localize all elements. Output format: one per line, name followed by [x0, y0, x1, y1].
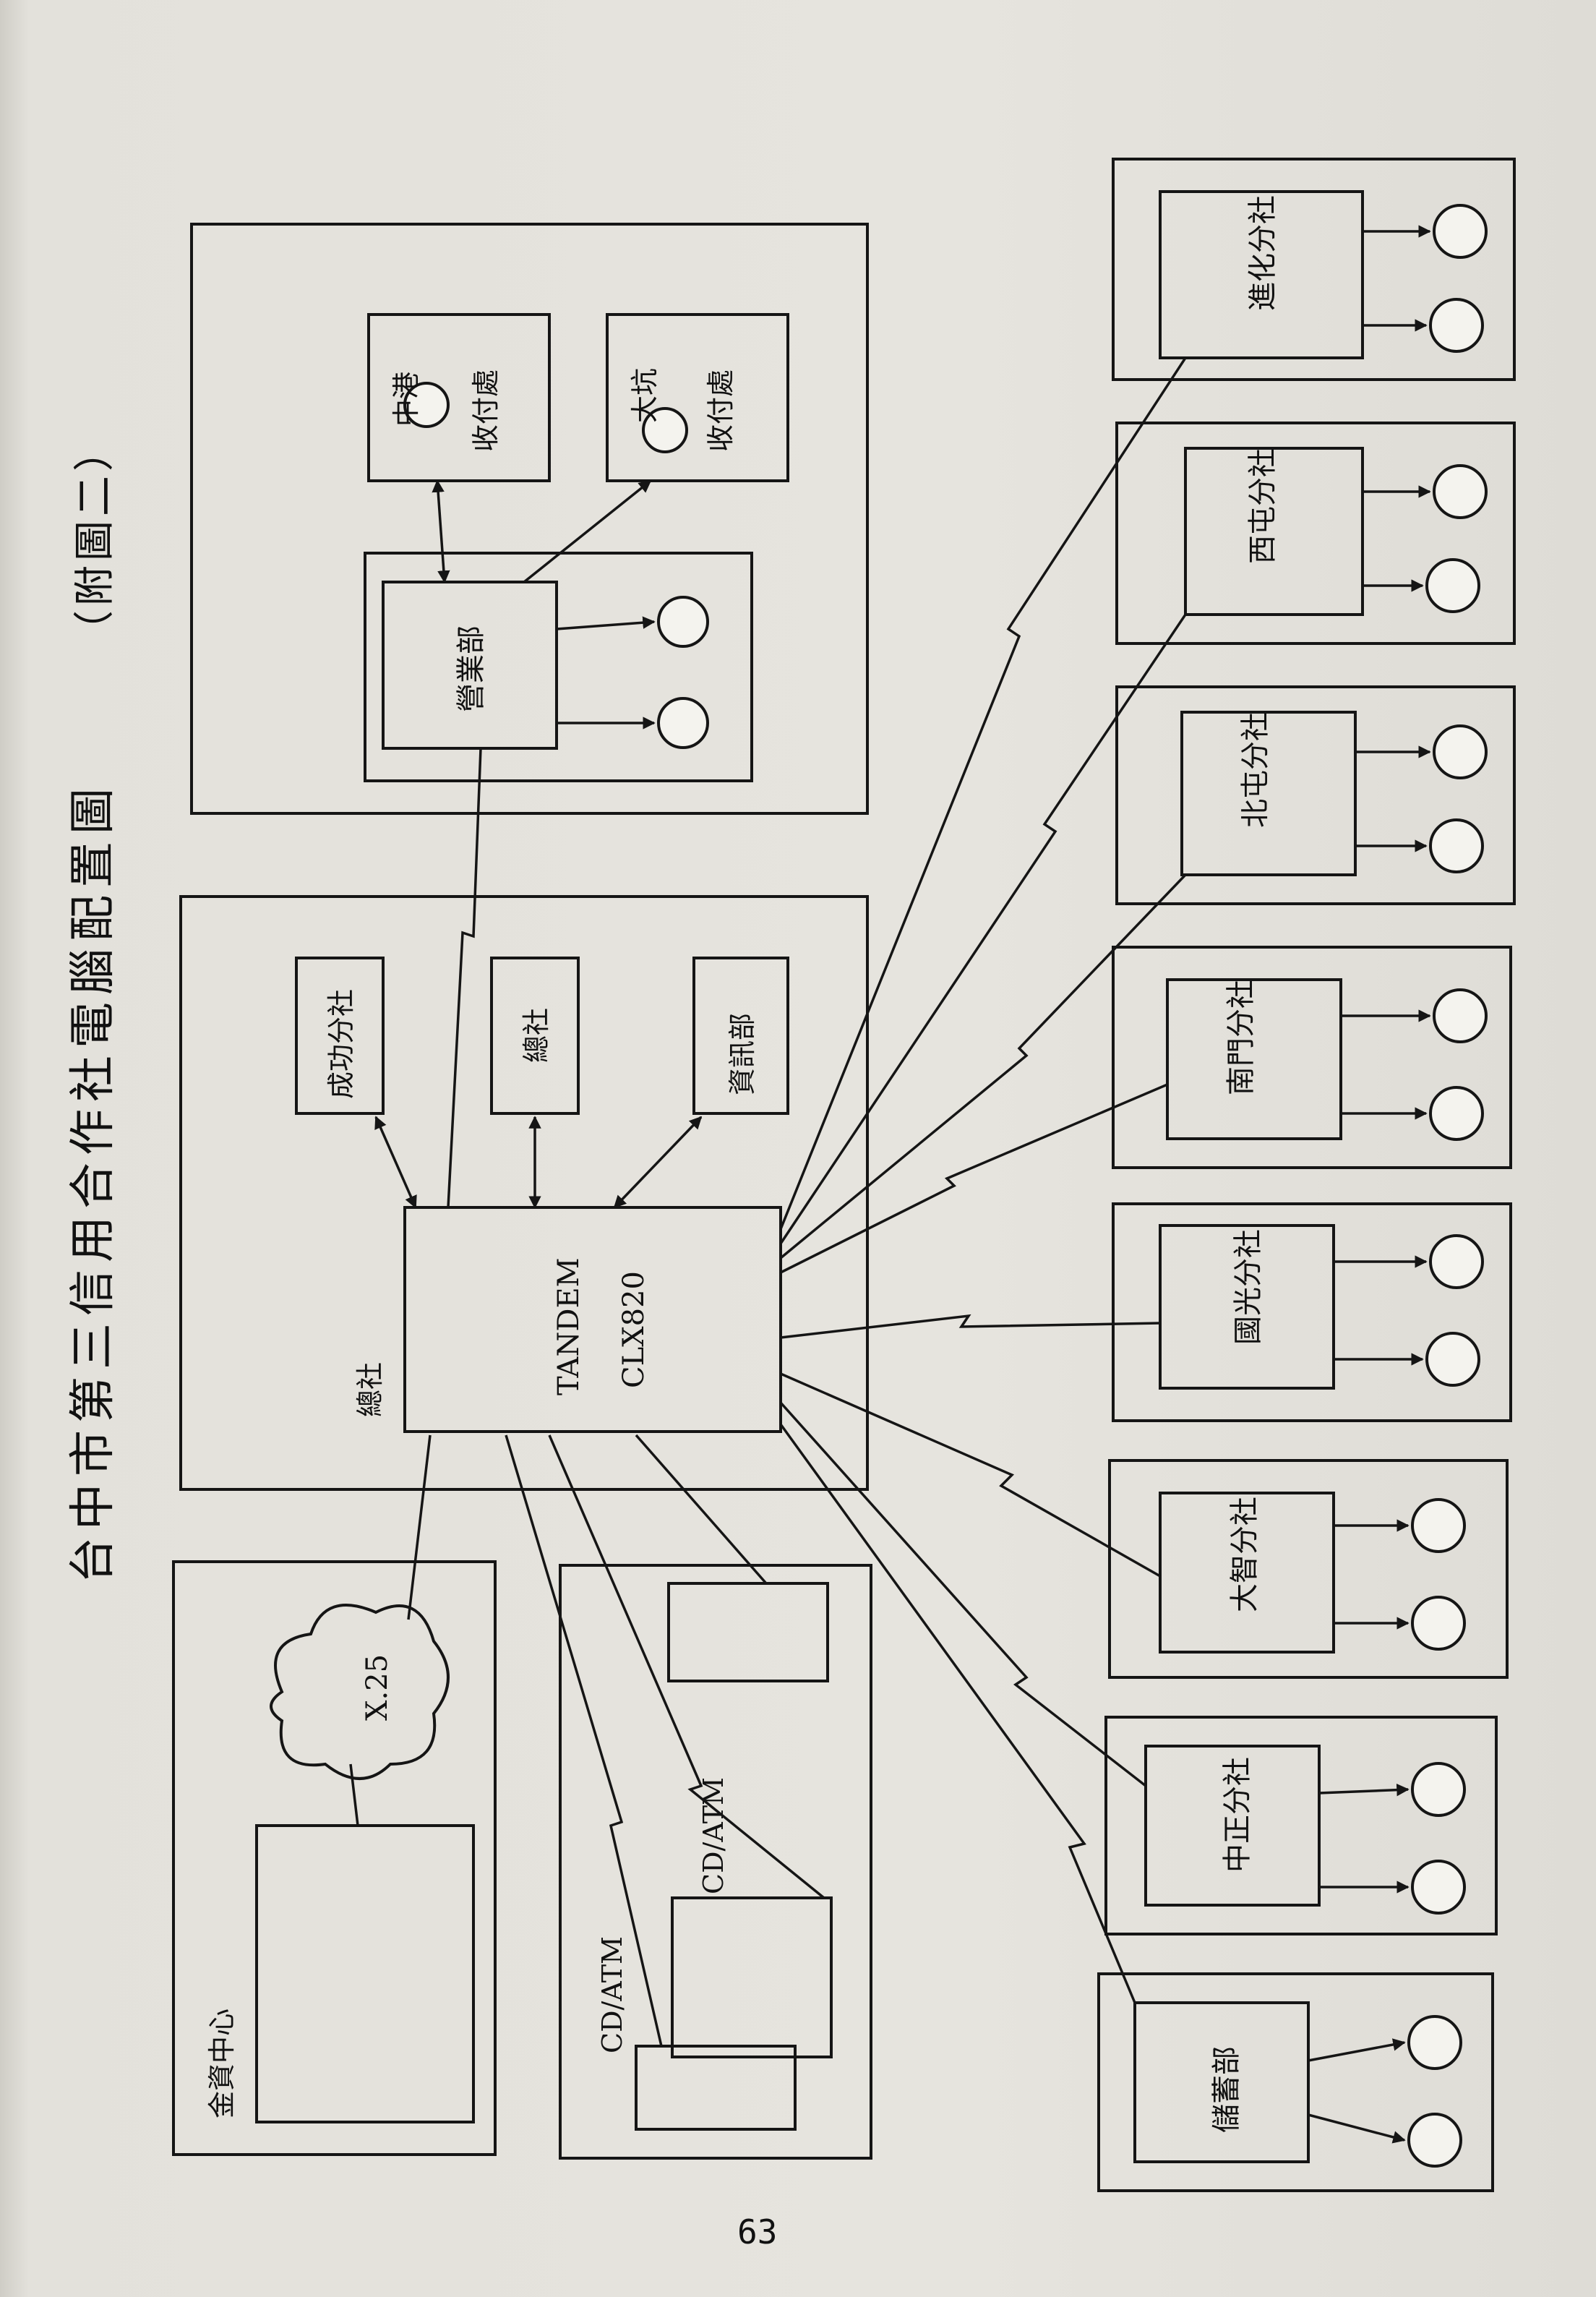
clearing-center-box: [255, 1824, 475, 2123]
top-section-box: [190, 223, 869, 815]
connector-line: [556, 616, 656, 630]
terminal-icon: [1411, 1762, 1466, 1817]
terminal-icon: [1433, 988, 1488, 1043]
branch-guoguang: 國光分社: [1112, 1202, 1512, 1422]
branch-zhonggang-box: [367, 313, 551, 482]
atm-section-box: [559, 1564, 872, 2160]
leased-line: [635, 1434, 768, 1585]
terminal-icon: [1433, 204, 1488, 259]
branch-links: [779, 357, 1187, 2003]
branch-dakeng-box: [606, 313, 789, 482]
chenggong-branch-label: 成功分社: [325, 989, 357, 1099]
terminal-icon: [1411, 1596, 1466, 1651]
leased-line: [447, 748, 482, 1208]
hq-label: 總社: [354, 1362, 386, 1417]
terminal-icon: [1411, 1498, 1466, 1553]
terminal-icon: [403, 382, 450, 428]
business-dept-label: 營業部: [455, 625, 488, 712]
branch-beitun: 北屯分社: [1115, 685, 1516, 905]
branch-zhonggang-label: 中港: [390, 372, 422, 427]
mainframe-model-line2: CLX820: [617, 1271, 651, 1388]
terminal-icon: [1429, 298, 1484, 353]
hq-section-box: [179, 895, 869, 1491]
terminal-icon: [1411, 1860, 1466, 1915]
connector-line: [374, 1116, 417, 1209]
info-dept-label: 資訊部: [726, 1013, 758, 1095]
x25-network-cloud: [270, 1604, 450, 1780]
network-link: [407, 1434, 432, 1620]
terminal-icon: [1429, 818, 1484, 873]
hq-office-box: [490, 957, 580, 1115]
svg-text:儲蓄部: 儲蓄部: [1210, 2046, 1243, 2133]
terminal-icon: [1429, 1086, 1484, 1141]
atm-device-box: [667, 1582, 829, 1682]
svg-text:大智分社: 大智分社: [1228, 1497, 1261, 1612]
connector-line: [432, 479, 450, 583]
connector-line: [523, 479, 652, 583]
svg-text:北屯分社: 北屯分社: [1239, 712, 1272, 828]
branch-zhonggang-sublabel: 收付處: [470, 369, 502, 452]
atm-device-box: [671, 1896, 833, 2058]
leased-line: [548, 1434, 825, 1899]
svg-text:中正分社: 中正分社: [1221, 1757, 1254, 1873]
svg-text:南門分社: 南門分社: [1224, 980, 1258, 1095]
branch-savings-dept: 儲蓄部: [1097, 1972, 1494, 2192]
branch-xitun: 西屯分社: [1115, 422, 1516, 645]
diagram-note: （附圖二）: [72, 427, 119, 651]
mainframe-box: [403, 1206, 782, 1433]
branch-zhongzheng: 中正分社: [1104, 1716, 1498, 1935]
terminal-icon: [1407, 2113, 1462, 2168]
terminal-icon: [1429, 1234, 1484, 1289]
branch-jinhua: 進化分社: [1112, 158, 1516, 381]
branch-nanmen: 南門分社: [1112, 946, 1512, 1169]
terminal-icon: [642, 407, 688, 453]
x25-network-label: X.25: [361, 1654, 394, 1721]
terminal-icon: [1425, 558, 1480, 613]
hq-office-label: 總社: [520, 1008, 552, 1063]
terminal-icon: [1433, 464, 1488, 519]
terminal-icon: [1425, 1332, 1480, 1387]
chenggong-branch-box: [295, 957, 385, 1115]
leased-line: [505, 1434, 663, 2047]
clearing-section-box: [172, 1560, 497, 2156]
diagram-title: 台中市第三信用合作社電腦配置圖: [66, 781, 120, 1583]
atm-label: CD/ATM: [596, 1936, 628, 2053]
clearing-center-label: 金資中心: [206, 2009, 238, 2118]
page-number: 63: [737, 2212, 778, 2251]
svg-text:國光分社: 國光分社: [1232, 1229, 1265, 1345]
atm-device-box: [635, 2045, 797, 2131]
info-dept-box: [692, 957, 789, 1115]
business-dept-box: [382, 581, 558, 750]
network-link: [349, 1763, 359, 1826]
branch-dakeng-label: 大坑: [629, 368, 661, 423]
terminal-icon: [657, 596, 709, 648]
svg-text:西屯分社: 西屯分社: [1246, 448, 1279, 564]
terminal-icon: [1407, 2015, 1462, 2070]
svg-text:進化分社: 進化分社: [1246, 195, 1279, 311]
mainframe-model-line1: TANDEM: [552, 1257, 585, 1395]
branch-dazhi: 大智分社: [1108, 1459, 1509, 1679]
terminal-icon: [657, 697, 709, 749]
terminal-icon: [1433, 724, 1488, 779]
atm-label: CD/ATM: [698, 1777, 729, 1894]
branch-dakeng-sublabel: 收付處: [705, 369, 737, 452]
connector-line: [613, 1116, 703, 1209]
